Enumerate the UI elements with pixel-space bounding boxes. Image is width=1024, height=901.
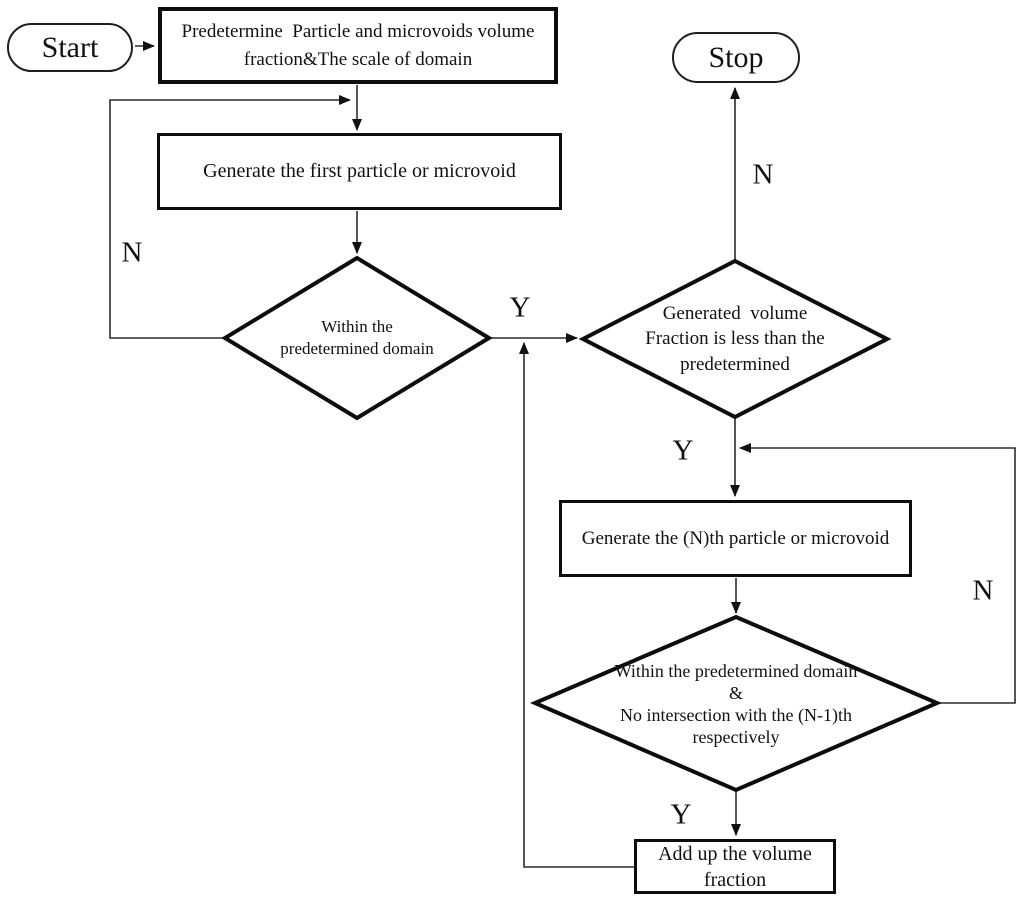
generate-first-text: Generate the first particle or microvoid bbox=[203, 160, 516, 182]
add-up-text: Add up the volume fraction bbox=[658, 842, 812, 891]
edge-label-y-add-up: Y bbox=[670, 798, 692, 831]
edge-label-n-to-stop: N bbox=[752, 158, 774, 191]
edge-add-up-return-to-fraction-check bbox=[519, 342, 634, 868]
decision-intersection-check-text: Within the predetermined domain & No int… bbox=[614, 661, 858, 747]
edge-n-loop-regenerate-first bbox=[109, 95, 351, 339]
edge-label-y-within-domain: Y bbox=[509, 291, 531, 324]
predetermine-text: Predetermine Particle and microvoids vol… bbox=[181, 20, 535, 70]
stop-label: Stop bbox=[708, 40, 764, 74]
start-label: Start bbox=[41, 30, 99, 64]
edge-label-n-regenerate-nth: N bbox=[972, 574, 994, 607]
decision-fraction-check-shape bbox=[578, 258, 892, 420]
node-add-up: Add up the volume fraction bbox=[634, 839, 836, 894]
decision-fraction-check-text: Generated volume Fraction is less than t… bbox=[645, 302, 825, 375]
generate-nth-text: Generate the (N)th particle or microvoid bbox=[581, 527, 890, 549]
node-generate-nth: Generate the (N)th particle or microvoid bbox=[559, 500, 912, 577]
decision-within-domain-text: Within the predetermined domain bbox=[280, 316, 434, 358]
node-predetermine: Predetermine Particle and microvoids vol… bbox=[158, 7, 558, 84]
edge-n-loop-regenerate-nth bbox=[739, 443, 1016, 704]
node-generate-first: Generate the first particle or microvoid bbox=[157, 133, 562, 210]
node-stop: Stop bbox=[672, 32, 800, 83]
node-start: Start bbox=[7, 23, 133, 72]
edge-label-y-fraction-less: Y bbox=[672, 434, 694, 467]
edge-label-n-regenerate-first: N bbox=[121, 236, 143, 269]
decision-intersection-check-shape bbox=[529, 614, 943, 793]
decision-within-domain-shape bbox=[221, 255, 493, 421]
